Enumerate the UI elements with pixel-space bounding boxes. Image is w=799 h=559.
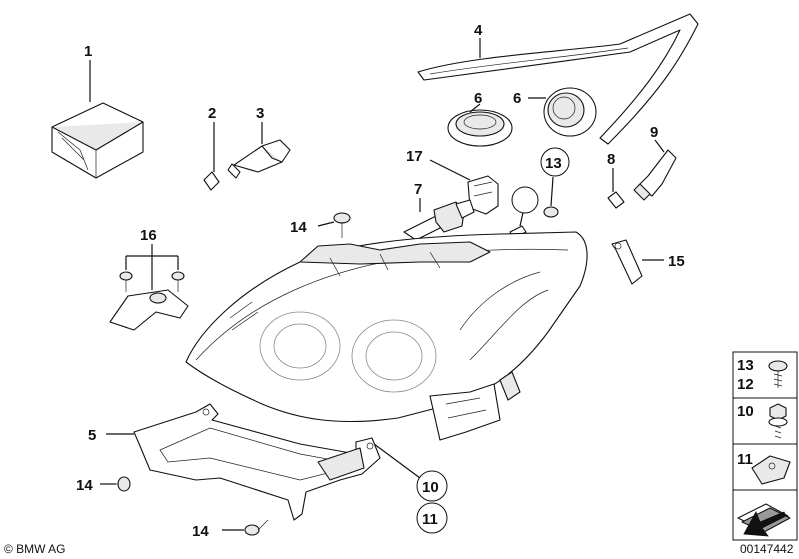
callout-15: 15 <box>668 253 685 270</box>
part-1-bulb-box[interactable] <box>51 102 144 179</box>
legend-panel: 13 12 10 11 <box>732 351 798 541</box>
part-4-gasket[interactable] <box>417 13 699 145</box>
part-16-mount-bracket[interactable] <box>109 271 189 331</box>
legend-11: 11 <box>737 451 753 468</box>
part-14-screw-top[interactable] <box>333 212 351 238</box>
legend-screw-icon <box>768 360 788 388</box>
callout-17: 17 <box>406 148 423 165</box>
part-15-bracket[interactable] <box>611 239 643 285</box>
navigation-arrow-icon <box>737 503 791 537</box>
callout-10: 10 <box>422 479 439 496</box>
legend-nut-icon <box>768 403 788 439</box>
footer-diagram-number: 00147442 <box>740 542 794 556</box>
part-9-bulb-socket[interactable] <box>633 149 677 201</box>
callout-11: 11 <box>422 511 438 528</box>
callout-14a: 14 <box>290 219 307 236</box>
callout-1: 1 <box>84 43 92 60</box>
part-5-support-frame[interactable] <box>133 403 381 521</box>
part-3-bulb-socket[interactable] <box>227 139 291 179</box>
part-6-cap-left[interactable] <box>447 109 513 147</box>
part-2-small-bulb[interactable] <box>203 171 220 191</box>
footer-brand: © BMW AG <box>4 542 66 556</box>
callout-8: 8 <box>607 151 615 168</box>
callout-4: 4 <box>474 22 483 39</box>
part-6-cap-right[interactable] <box>543 87 597 137</box>
legend-13: 13 <box>737 357 754 374</box>
part-14-screw-bottom[interactable] <box>244 519 269 536</box>
part-8-small-bulb[interactable] <box>607 191 625 209</box>
legend-12: 12 <box>737 376 754 393</box>
legend-10: 10 <box>737 403 754 420</box>
callout-14c: 14 <box>192 523 209 540</box>
callout-5: 5 <box>88 427 96 444</box>
callout-2: 2 <box>208 105 216 122</box>
callout-16: 16 <box>140 227 157 244</box>
legend-clip-icon <box>751 455 791 485</box>
callout-7: 7 <box>414 181 422 198</box>
callout-13: 13 <box>545 155 562 172</box>
callout-14b: 14 <box>76 477 93 494</box>
callout-9: 9 <box>650 124 658 141</box>
callout-3: 3 <box>256 105 264 122</box>
callout-6b: 6 <box>513 90 521 107</box>
callout-6a: 6 <box>474 90 482 107</box>
headlight-housing[interactable] <box>185 231 588 441</box>
part-13-washer[interactable] <box>543 206 559 218</box>
part-7-h7-bulb[interactable] <box>403 199 475 241</box>
